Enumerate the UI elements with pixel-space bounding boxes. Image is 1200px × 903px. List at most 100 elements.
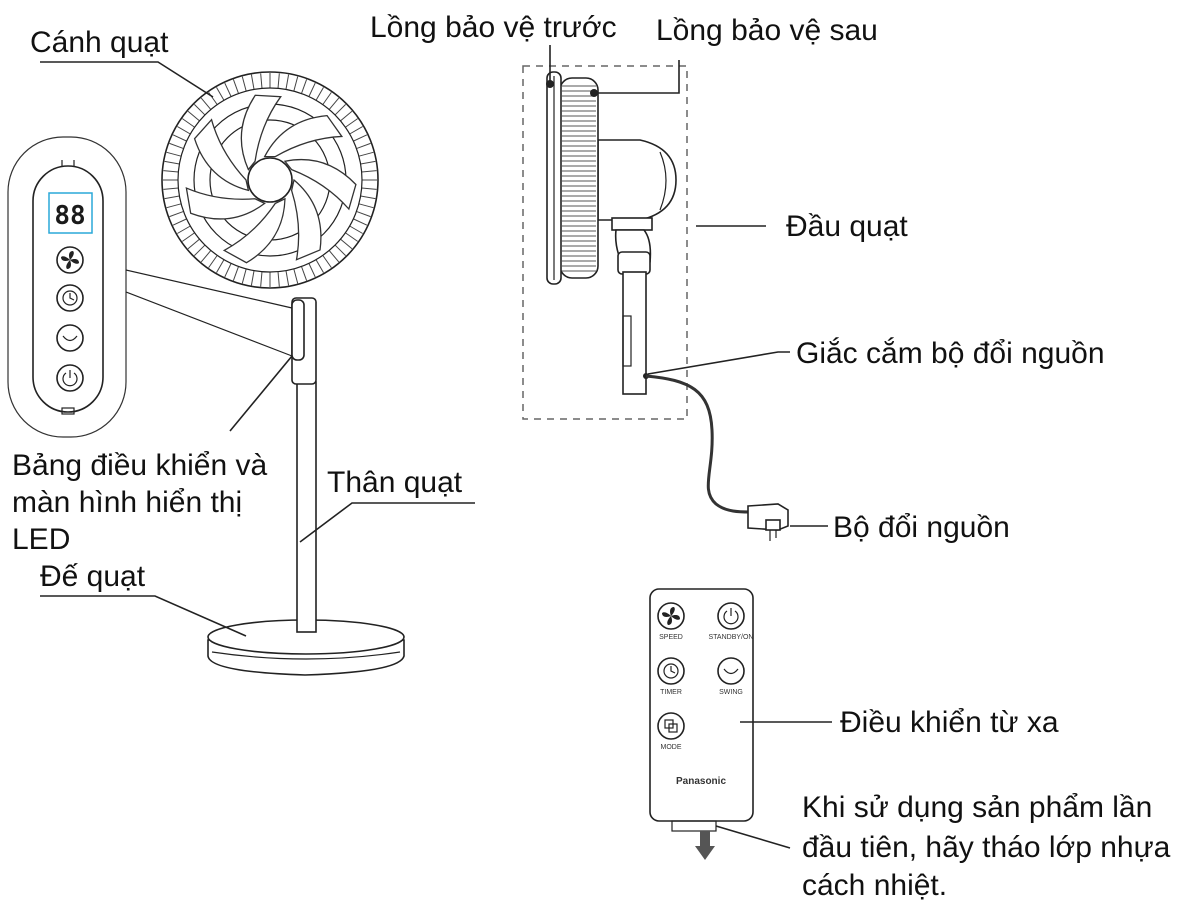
remote-control: SPEED STANDBY/ON TIMER SWING [649, 588, 754, 860]
remote-speed-button[interactable]: SPEED [657, 602, 685, 641]
guard-rib [315, 87, 324, 101]
swing-icon [723, 668, 739, 675]
guard-rib [358, 203, 374, 209]
guard-rib [358, 151, 374, 157]
guard-rib [177, 126, 191, 135]
swing-icon [62, 335, 78, 342]
guard-rib [187, 110, 200, 122]
guard-rib [177, 225, 191, 234]
remote-mode-button[interactable]: MODE [657, 712, 685, 751]
remote-timer-button[interactable]: TIMER [657, 657, 685, 696]
label-note-line-3: cách nhiệt. [802, 869, 947, 902]
guard-rib [164, 195, 180, 200]
guard-rib [163, 170, 179, 173]
fan-head-dashed-outline [522, 65, 688, 420]
guard-rib [356, 142, 371, 150]
fan-front-view [161, 71, 405, 676]
panel-power-button[interactable] [56, 364, 84, 392]
guard-rib [260, 73, 263, 89]
label-control-panel-line-2: màn hình hiển thị [12, 486, 242, 519]
guard-rib [208, 255, 218, 268]
fan-blade [240, 94, 282, 171]
guard-rib [285, 270, 290, 286]
guard-rib [293, 268, 299, 284]
guard-rib [353, 134, 368, 142]
mode-icon [664, 719, 678, 733]
guard-rib [172, 134, 187, 142]
guard-rib [182, 118, 195, 128]
guard-rib [172, 218, 187, 226]
remote-swing-label: SWING [719, 689, 743, 696]
power-icon [723, 608, 739, 625]
guard-rib [360, 160, 376, 165]
power-cable [645, 374, 751, 514]
label-remote: Điều khiển từ xa [840, 706, 1059, 739]
remote-swing-button[interactable]: SWING [717, 657, 745, 696]
remote-brand: Panasonic [676, 776, 726, 787]
remote-speed-label: SPEED [659, 634, 683, 641]
guard-rib [193, 244, 206, 257]
label-blade: Cánh quạt [30, 26, 169, 59]
guard-rib [232, 266, 240, 281]
fan-blade [290, 178, 322, 261]
guard-rib [260, 271, 263, 287]
remote-standby-button[interactable]: STANDBY/ON [709, 602, 754, 641]
control-panel-callout: 88 [7, 136, 293, 438]
guard-rib [322, 255, 332, 268]
label-control-panel-line-1: Bảng điều khiển và [12, 449, 268, 482]
guard-rib [216, 259, 225, 273]
label-control-panel-line-3: LED [12, 523, 70, 556]
label-adapter: Bộ đổi nguồn [833, 511, 1010, 544]
panel-timer-button[interactable] [56, 284, 84, 312]
fan-body-pole [291, 297, 317, 633]
guard-rib [164, 160, 180, 165]
led-display-value: 88 [54, 201, 85, 231]
label-front-guard: Lồng bảo vệ trước [370, 11, 617, 44]
leader-lines [40, 45, 832, 849]
guard-rib [334, 103, 347, 116]
fan-blade [185, 187, 266, 220]
guard-rib [300, 266, 308, 281]
guard-rib [328, 97, 340, 110]
label-note-line-2: đầu tiên, hãy tháo lớp nhựa [802, 831, 1171, 864]
power-icon [62, 370, 78, 387]
guard-rib [360, 195, 376, 200]
guard-rib [166, 203, 182, 209]
guard-rib [300, 79, 308, 94]
timer-icon [663, 663, 679, 679]
guard-rib [224, 82, 232, 97]
guard-rib [169, 210, 184, 218]
guard-rib [345, 232, 358, 242]
guard-rib [293, 76, 299, 92]
guard-rib [308, 263, 316, 278]
guard-rib [163, 187, 179, 190]
guard-rib [356, 210, 371, 218]
guard-rib [241, 268, 247, 284]
label-adapter-jack: Giắc cắm bộ đổi nguồn [796, 337, 1105, 370]
fan-blade [222, 197, 286, 264]
guard-rib [169, 142, 184, 150]
guard-rib [241, 76, 247, 92]
fan-head-front [161, 71, 379, 289]
fan-icon [662, 607, 680, 625]
power-adapter [747, 503, 789, 541]
label-base: Đế quạt [40, 560, 146, 593]
timer-icon [62, 290, 78, 306]
arrow-down-icon [695, 831, 715, 860]
guard-rib [182, 232, 195, 242]
guard-rib [224, 263, 232, 278]
guard-rib [232, 79, 240, 94]
remote-standby-label: STANDBY/ON [709, 634, 754, 641]
guard-rib [308, 82, 316, 97]
label-note-line-1: Khi sử dụng sản phẩm lần [802, 791, 1152, 824]
label-body: Thân quạt [327, 466, 463, 499]
fan-icon [61, 251, 79, 269]
fan-blade [283, 158, 357, 211]
guard-rib [200, 250, 212, 263]
guard-rib [315, 259, 324, 273]
guard-rib [340, 238, 353, 250]
guard-rib [200, 97, 212, 110]
panel-swing-button[interactable] [56, 324, 84, 352]
panel-speed-button[interactable] [56, 246, 84, 274]
